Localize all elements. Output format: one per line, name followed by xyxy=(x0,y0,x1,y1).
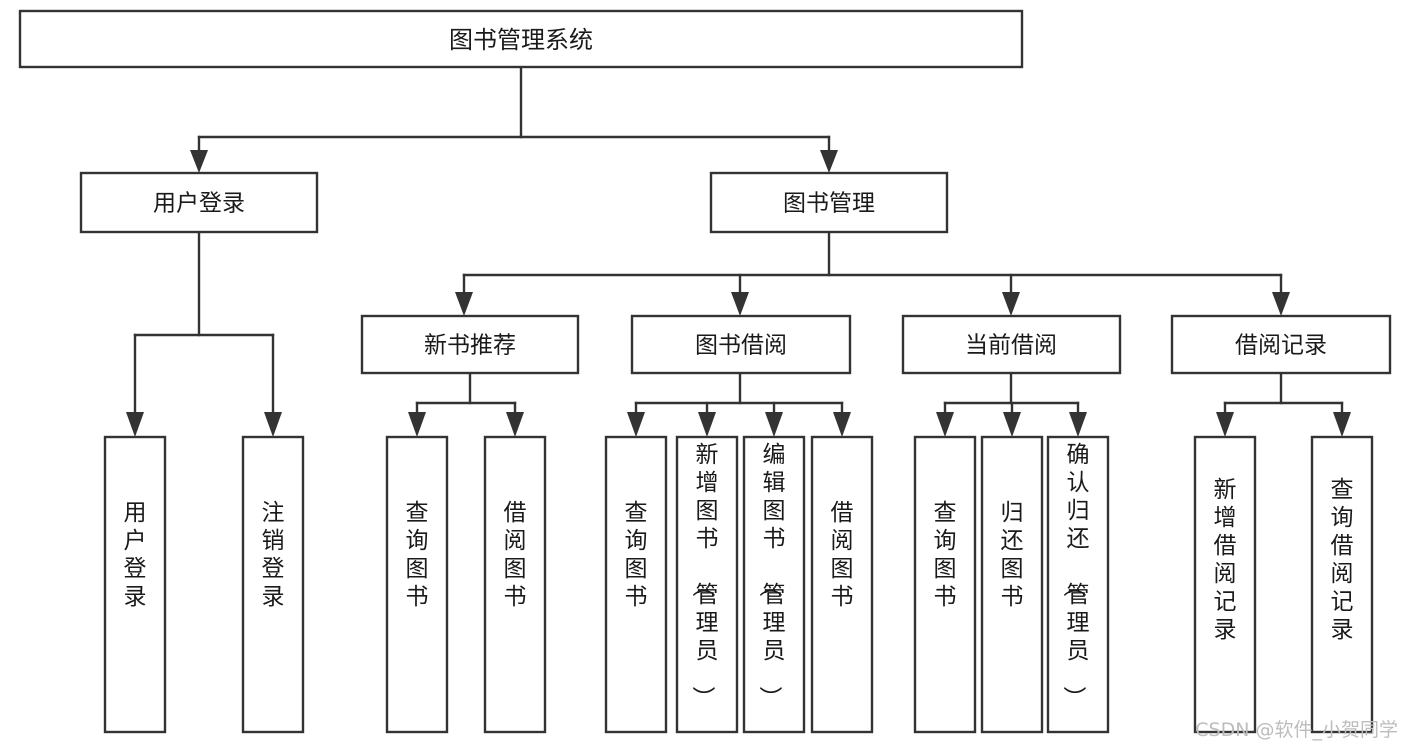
arrow-head-leaf-borrow-book-1 xyxy=(506,412,524,437)
leaf-add-book[interactable]: 新增图书（管理员） xyxy=(675,435,739,734)
arrow-head-book-borrow xyxy=(731,292,749,316)
node-root[interactable]: 图书管理系统 xyxy=(18,9,1024,69)
leaf-borrow-book-1-box[interactable] xyxy=(483,435,547,734)
node-book-manage[interactable]: 图书管理 xyxy=(709,171,949,234)
node-book-borrow-label: 图书借阅 xyxy=(695,333,787,359)
node-borrow-record-box[interactable] xyxy=(1170,314,1392,375)
leaf-query-book-1-box[interactable] xyxy=(385,435,449,734)
leaf-query-book-1-label: 查询图书 xyxy=(406,500,429,610)
node-book-borrow-box[interactable] xyxy=(630,314,852,375)
leaf-add-record-box[interactable] xyxy=(1193,435,1257,734)
node-user-login[interactable]: 用户登录 xyxy=(79,171,319,234)
leaf-add-book-label: 新增图书（管理员） xyxy=(690,442,719,709)
node-new-book-recommend-label: 新书推荐 xyxy=(424,333,516,359)
arrow-head-leaf-query-book-3 xyxy=(936,412,954,437)
leaf-borrow-book-1-label: 借阅图书 xyxy=(504,500,527,610)
node-current-borrow-label: 当前借阅 xyxy=(965,333,1057,359)
arrow-head-current-borrow xyxy=(1002,292,1020,316)
leaf-user-logout-box[interactable] xyxy=(241,435,305,734)
node-current-borrow[interactable]: 当前借阅 xyxy=(901,314,1122,375)
leaf-edit-book-label: 编辑图书（管理员） xyxy=(757,442,786,709)
leaf-query-record-box[interactable] xyxy=(1310,435,1374,734)
leaf-edit-book-box[interactable] xyxy=(742,435,806,734)
leaf-node-layer: 用户登录 注销登录 查询图书 借阅图书 查询图书 新增图书（管理员） 编辑图书（… xyxy=(103,435,1374,734)
leaf-edit-book[interactable]: 编辑图书（管理员） xyxy=(742,435,806,734)
node-root-label: 图书管理系统 xyxy=(449,26,593,54)
leaf-borrow-book-2-label: 借阅图书 xyxy=(831,500,854,610)
leaf-confirm-return-box[interactable] xyxy=(1046,435,1110,734)
leaf-confirm-return[interactable]: 确认归还（管理员） xyxy=(1046,435,1110,734)
arrow-head-leaf-confirm-return xyxy=(1069,412,1087,437)
arrow-head-leaf-user-login xyxy=(126,412,144,437)
node-user-login-label: 用户登录 xyxy=(153,191,245,217)
leaf-query-book-3-box[interactable] xyxy=(913,435,977,734)
leaf-add-book-box[interactable] xyxy=(675,435,739,734)
arrow-head-user-login xyxy=(190,150,208,173)
leaf-query-book-1[interactable]: 查询图书 xyxy=(385,435,449,734)
arrow-head-leaf-query-record xyxy=(1333,412,1351,437)
arrow-head-leaf-borrow-book-2 xyxy=(833,412,851,437)
arrow-head-borrow-record xyxy=(1272,292,1290,316)
leaf-confirm-return-label: 确认归还（管理员） xyxy=(1061,442,1090,709)
leaf-query-book-2-label: 查询图书 xyxy=(625,500,648,610)
arrow-head-leaf-edit-book xyxy=(765,412,783,437)
leaf-add-record[interactable]: 新增借阅记录 xyxy=(1193,435,1257,734)
leaf-query-book-3-label: 查询图书 xyxy=(934,500,957,610)
leaf-user-login-box[interactable] xyxy=(103,435,167,734)
leaf-return-book[interactable]: 归还图书 xyxy=(980,435,1044,734)
arrow-head-new-book-recommend xyxy=(455,292,473,316)
arrow-head-leaf-add-book xyxy=(698,412,716,437)
node-book-manage-box[interactable] xyxy=(709,171,949,234)
leaf-query-book-2[interactable]: 查询图书 xyxy=(604,435,668,734)
leaf-query-book-3[interactable]: 查询图书 xyxy=(913,435,977,734)
node-new-book-recommend-box[interactable] xyxy=(360,314,580,375)
leaf-add-record-label: 新增借阅记录 xyxy=(1214,477,1237,643)
leaf-query-book-2-box[interactable] xyxy=(604,435,668,734)
leaf-query-record-label: 查询借阅记录 xyxy=(1331,477,1354,643)
node-new-book-recommend[interactable]: 新书推荐 xyxy=(360,314,580,375)
node-book-borrow[interactable]: 图书借阅 xyxy=(630,314,852,375)
node-user-login-box[interactable] xyxy=(79,171,319,234)
connector-layer xyxy=(126,65,1351,437)
arrow-head-leaf-add-record xyxy=(1216,412,1234,437)
node-book-manage-label: 图书管理 xyxy=(783,191,875,217)
node-current-borrow-box[interactable] xyxy=(901,314,1122,375)
node-borrow-record-label: 借阅记录 xyxy=(1235,333,1327,359)
leaf-query-record[interactable]: 查询借阅记录 xyxy=(1310,435,1374,734)
node-root-box[interactable] xyxy=(18,9,1024,69)
leaf-borrow-book-2-box[interactable] xyxy=(810,435,874,734)
leaf-user-logout[interactable]: 注销登录 xyxy=(241,435,305,734)
leaf-user-login[interactable]: 用户登录 xyxy=(103,435,167,734)
arrow-head-leaf-return-book xyxy=(1003,412,1021,437)
leaf-user-login-label: 用户登录 xyxy=(124,500,147,610)
leaf-return-book-label: 归还图书 xyxy=(1001,500,1024,610)
arrow-head-leaf-query-book-1 xyxy=(408,412,426,437)
arrow-head-book-manage xyxy=(820,150,838,173)
arrow-head-leaf-user-logout xyxy=(264,412,282,437)
leaf-borrow-book-2[interactable]: 借阅图书 xyxy=(810,435,874,734)
leaf-borrow-book-1[interactable]: 借阅图书 xyxy=(483,435,547,734)
node-borrow-record[interactable]: 借阅记录 xyxy=(1170,314,1392,375)
leaf-return-book-box[interactable] xyxy=(980,435,1044,734)
arrow-head-leaf-query-book-2 xyxy=(627,412,645,437)
leaf-user-logout-label: 注销登录 xyxy=(262,500,285,610)
csdn-watermark: CSDN @软件_小贺同学 xyxy=(1195,719,1398,741)
